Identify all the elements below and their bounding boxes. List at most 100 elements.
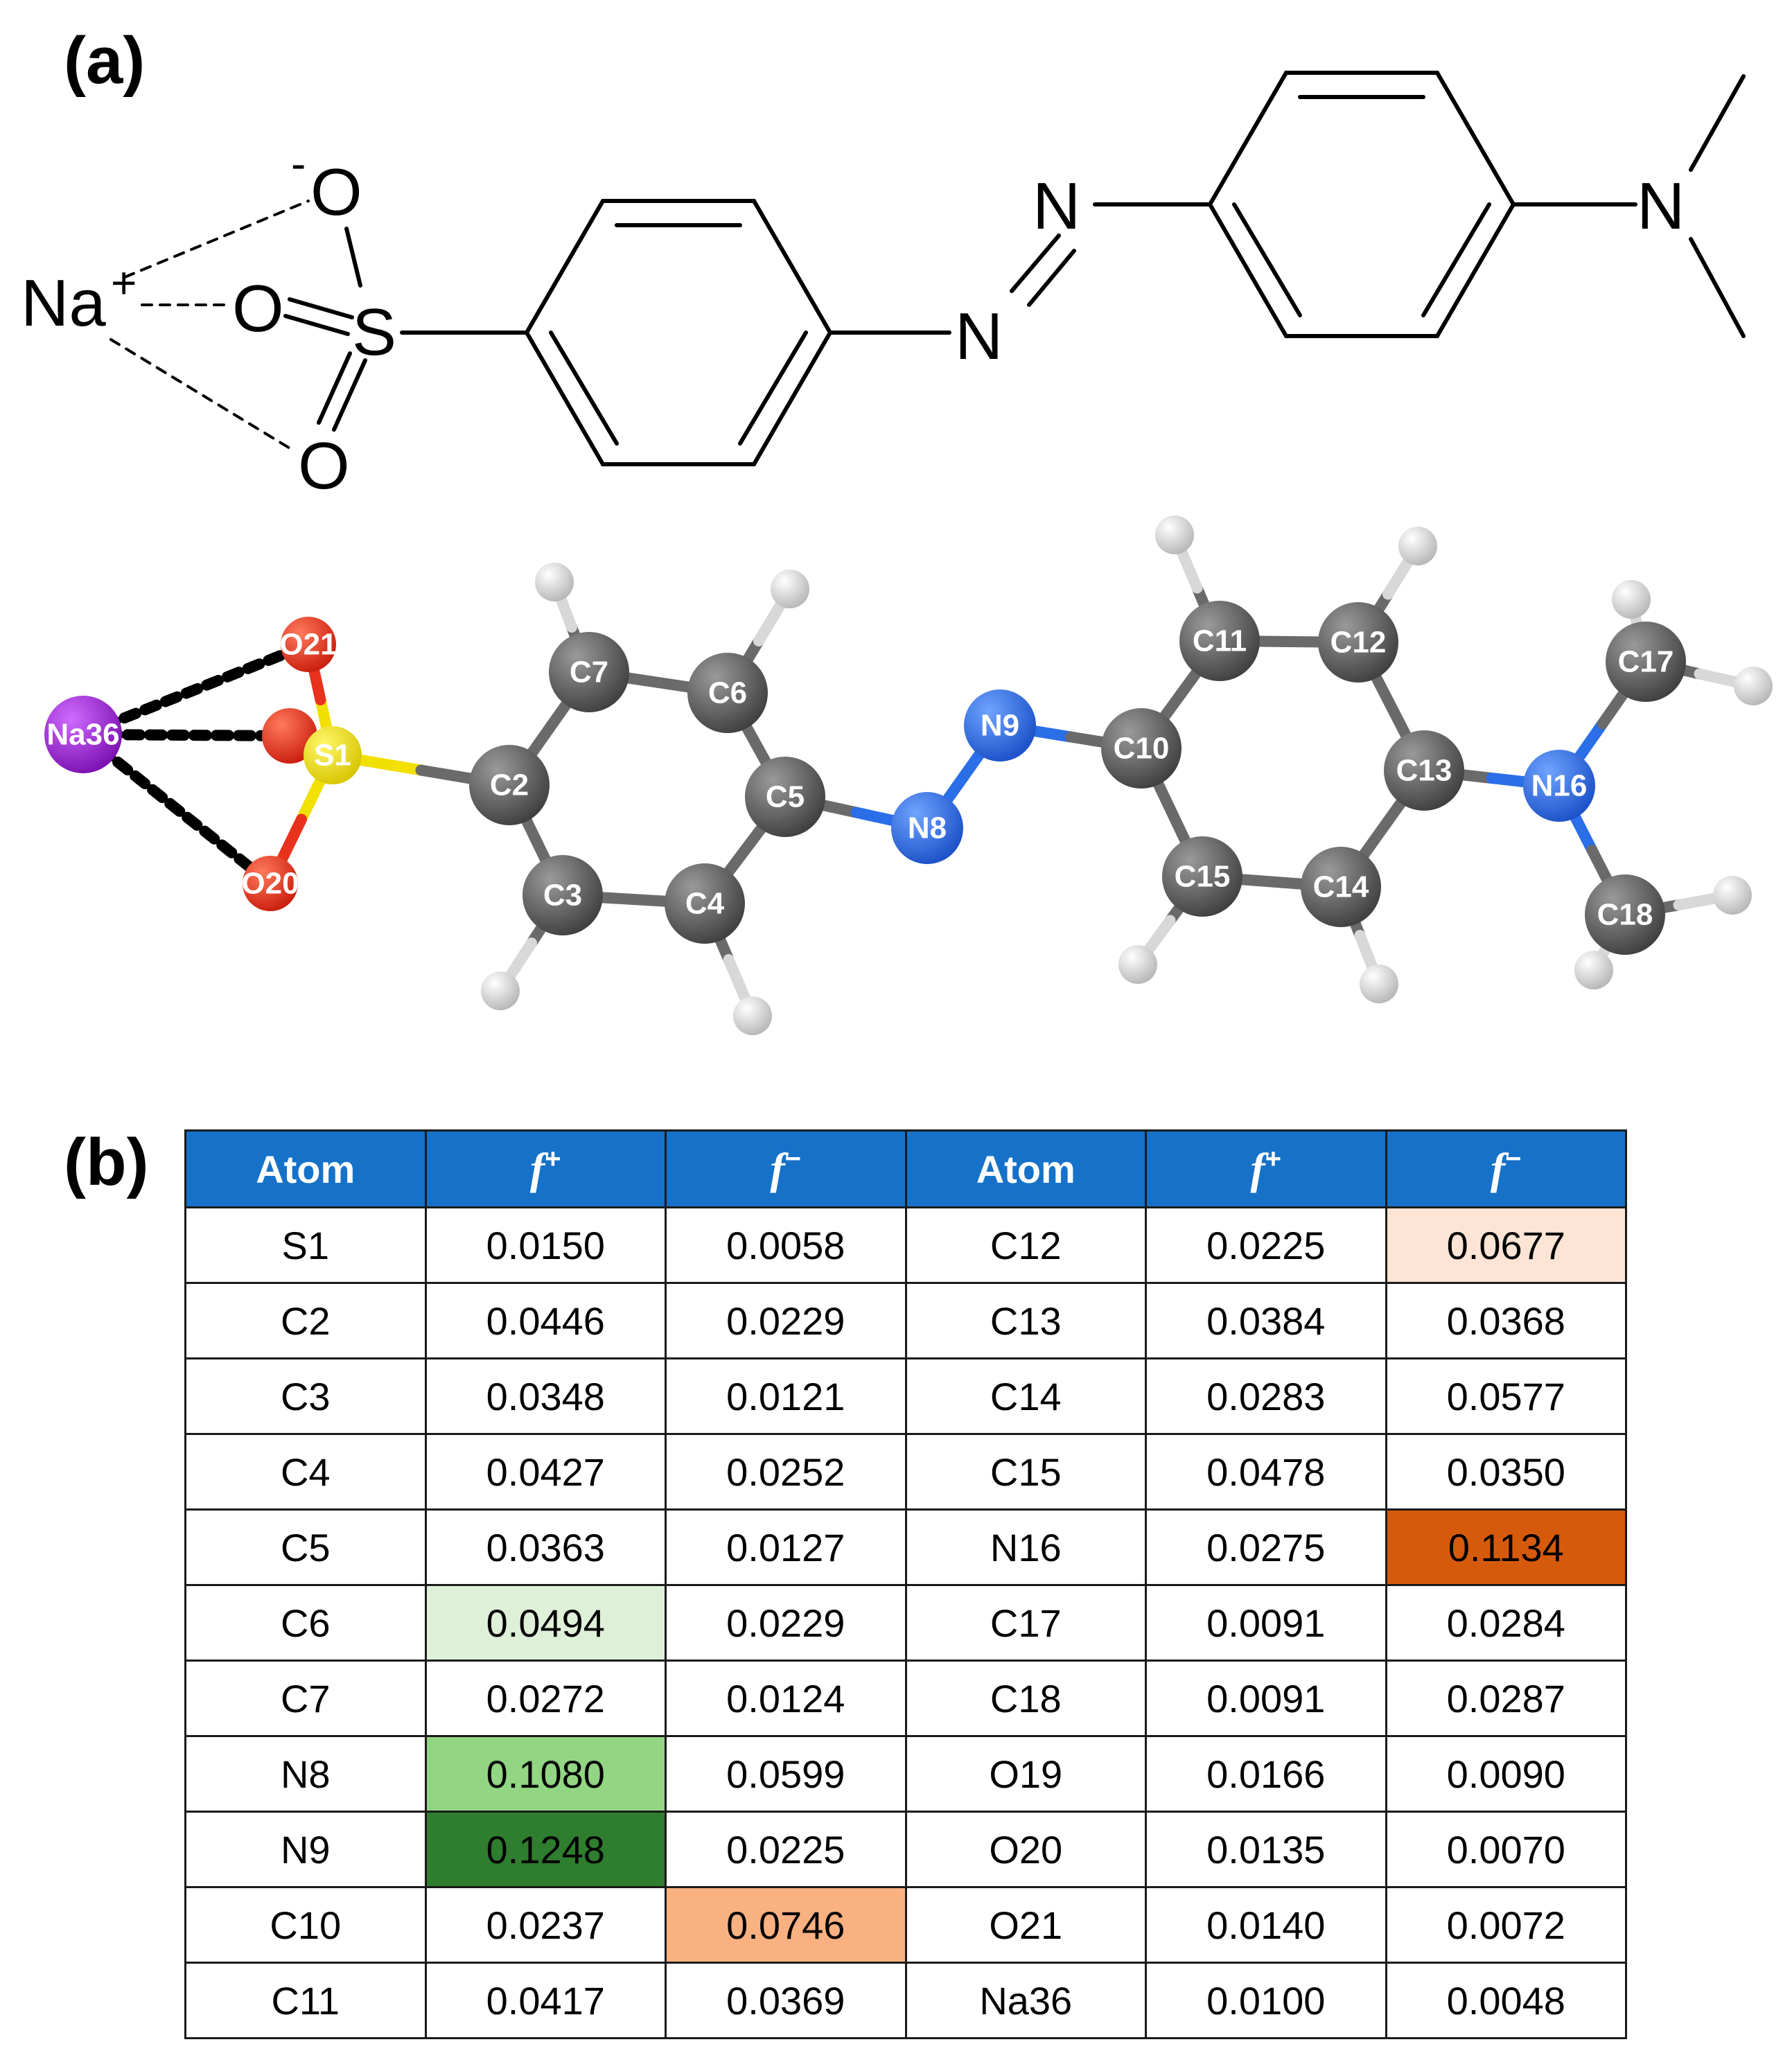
- atom-c10: [1101, 708, 1182, 789]
- table-cell: C10: [184, 1886, 427, 1964]
- atom-label: O21: [279, 628, 337, 662]
- bond: [78, 639, 314, 740]
- table-cell: C14: [904, 1357, 1147, 1435]
- atom-label: O19: [222, 780, 280, 814]
- o-bottom-label: O: [298, 429, 350, 503]
- table-cell: 0.0058: [665, 1206, 907, 1284]
- atom-label: C11: [1193, 624, 1247, 658]
- na-charge: +: [111, 258, 137, 308]
- atom-n8: [891, 792, 963, 864]
- header-superscript: −: [784, 1143, 802, 1174]
- table-cell: C12: [904, 1206, 1147, 1284]
- atom-c14: [1301, 847, 1381, 927]
- atom-label: C14: [1313, 870, 1369, 904]
- table-cell: 0.0229: [665, 1282, 907, 1359]
- atom-n16: [1523, 750, 1595, 822]
- atom-label: C12: [1330, 626, 1387, 660]
- table-cell: 0.0100: [1145, 1962, 1387, 2039]
- table-cell: 0.1080: [424, 1735, 667, 1813]
- atom-c18: [1585, 874, 1665, 955]
- table-cell: 0.0225: [665, 1811, 907, 1888]
- column-header: f−: [1385, 1129, 1627, 1208]
- table-cell: 0.0072: [1385, 1886, 1627, 1964]
- atom-n9: [964, 689, 1036, 762]
- n-azo2-label: N: [1033, 169, 1080, 243]
- atom-label: N9: [981, 709, 1019, 743]
- table-cell: 0.0135: [1145, 1811, 1387, 1888]
- table-cell: 0.0746: [665, 1886, 907, 1964]
- column-header: Atom: [904, 1129, 1147, 1208]
- table-cell: 0.0091: [1145, 1584, 1387, 1662]
- table-cell: 0.0599: [665, 1735, 907, 1813]
- atom-c4: [665, 863, 745, 944]
- atom-na36: [44, 696, 122, 773]
- atom-c5: [745, 757, 825, 837]
- table-cell: 0.0150: [424, 1206, 667, 1284]
- header-symbol: f: [770, 1144, 785, 1193]
- atom-o20: [243, 856, 298, 911]
- na-label: Na: [21, 266, 106, 340]
- n-azo1-label: N: [955, 299, 1003, 373]
- header-superscript: +: [545, 1143, 561, 1174]
- table-cell: N8: [184, 1735, 427, 1813]
- table-cell: O21: [904, 1886, 1147, 1964]
- atom-c7: [549, 632, 629, 712]
- table-cell: C13: [904, 1282, 1147, 1359]
- table-cell: C18: [904, 1660, 1147, 1737]
- table-cell: 0.0070: [1385, 1811, 1627, 1888]
- hydrogen-atom: [771, 570, 809, 608]
- column-header: Atom: [184, 1129, 427, 1208]
- table-cell: 0.0225: [1145, 1206, 1387, 1284]
- o-minus: -: [291, 139, 306, 188]
- hydrogen-atom: [1574, 951, 1613, 989]
- atom-label: C3: [543, 879, 582, 913]
- s-label: S: [352, 295, 396, 369]
- table-cell: C11: [184, 1962, 427, 2039]
- table-cell: C6: [184, 1584, 427, 1662]
- table-cell: 0.0272: [424, 1660, 667, 1737]
- table-cell: 0.0369: [665, 1962, 907, 2039]
- atom-o19: [262, 708, 317, 764]
- column-header: f+: [424, 1129, 667, 1208]
- hydrogen-atom: [1398, 527, 1437, 565]
- table-cell: 0.0478: [1145, 1433, 1387, 1511]
- panel-label-b: (b): [64, 1125, 149, 1199]
- table-cell: 0.0166: [1145, 1735, 1387, 1813]
- table-cell: 0.0350: [1385, 1433, 1627, 1511]
- atom-c13: [1384, 730, 1464, 811]
- panel-label-a: (a): [64, 24, 146, 98]
- table-cell: 0.0348: [424, 1357, 667, 1435]
- table-cell: 0.1134: [1385, 1508, 1627, 1586]
- table-cell: O20: [904, 1811, 1147, 1888]
- table-cell: 0.0275: [1145, 1508, 1387, 1586]
- table-cell: 0.0417: [424, 1962, 667, 2039]
- table-cell: Na36: [904, 1962, 1147, 2039]
- table-cell: 0.0427: [424, 1433, 667, 1511]
- header-superscript: −: [1505, 1143, 1522, 1174]
- hydrogen-atom: [1734, 667, 1773, 705]
- table-cell: C7: [184, 1660, 427, 1737]
- atom-label: C7: [570, 655, 608, 689]
- column-header: f−: [665, 1129, 907, 1208]
- n-amine-label: N: [1637, 169, 1685, 243]
- atom-label: N16: [1531, 769, 1588, 803]
- o-top-label: O: [310, 155, 362, 229]
- hydrogen-atom: [1155, 516, 1194, 554]
- atom-label: C17: [1618, 645, 1674, 679]
- table-cell: 0.0494: [424, 1584, 667, 1662]
- atom-c11: [1179, 601, 1260, 681]
- atom-c3: [522, 855, 603, 935]
- header-superscript: +: [1265, 1143, 1282, 1174]
- atom-label: C18: [1597, 898, 1653, 932]
- table-cell: 0.0229: [665, 1584, 907, 1662]
- column-header: f+: [1145, 1129, 1387, 1208]
- table-cell: 0.0287: [1385, 1660, 1627, 1737]
- hydrogen-atom: [1360, 965, 1398, 1003]
- table-cell: 0.0677: [1385, 1206, 1627, 1284]
- table-cell: 0.1248: [424, 1811, 667, 1888]
